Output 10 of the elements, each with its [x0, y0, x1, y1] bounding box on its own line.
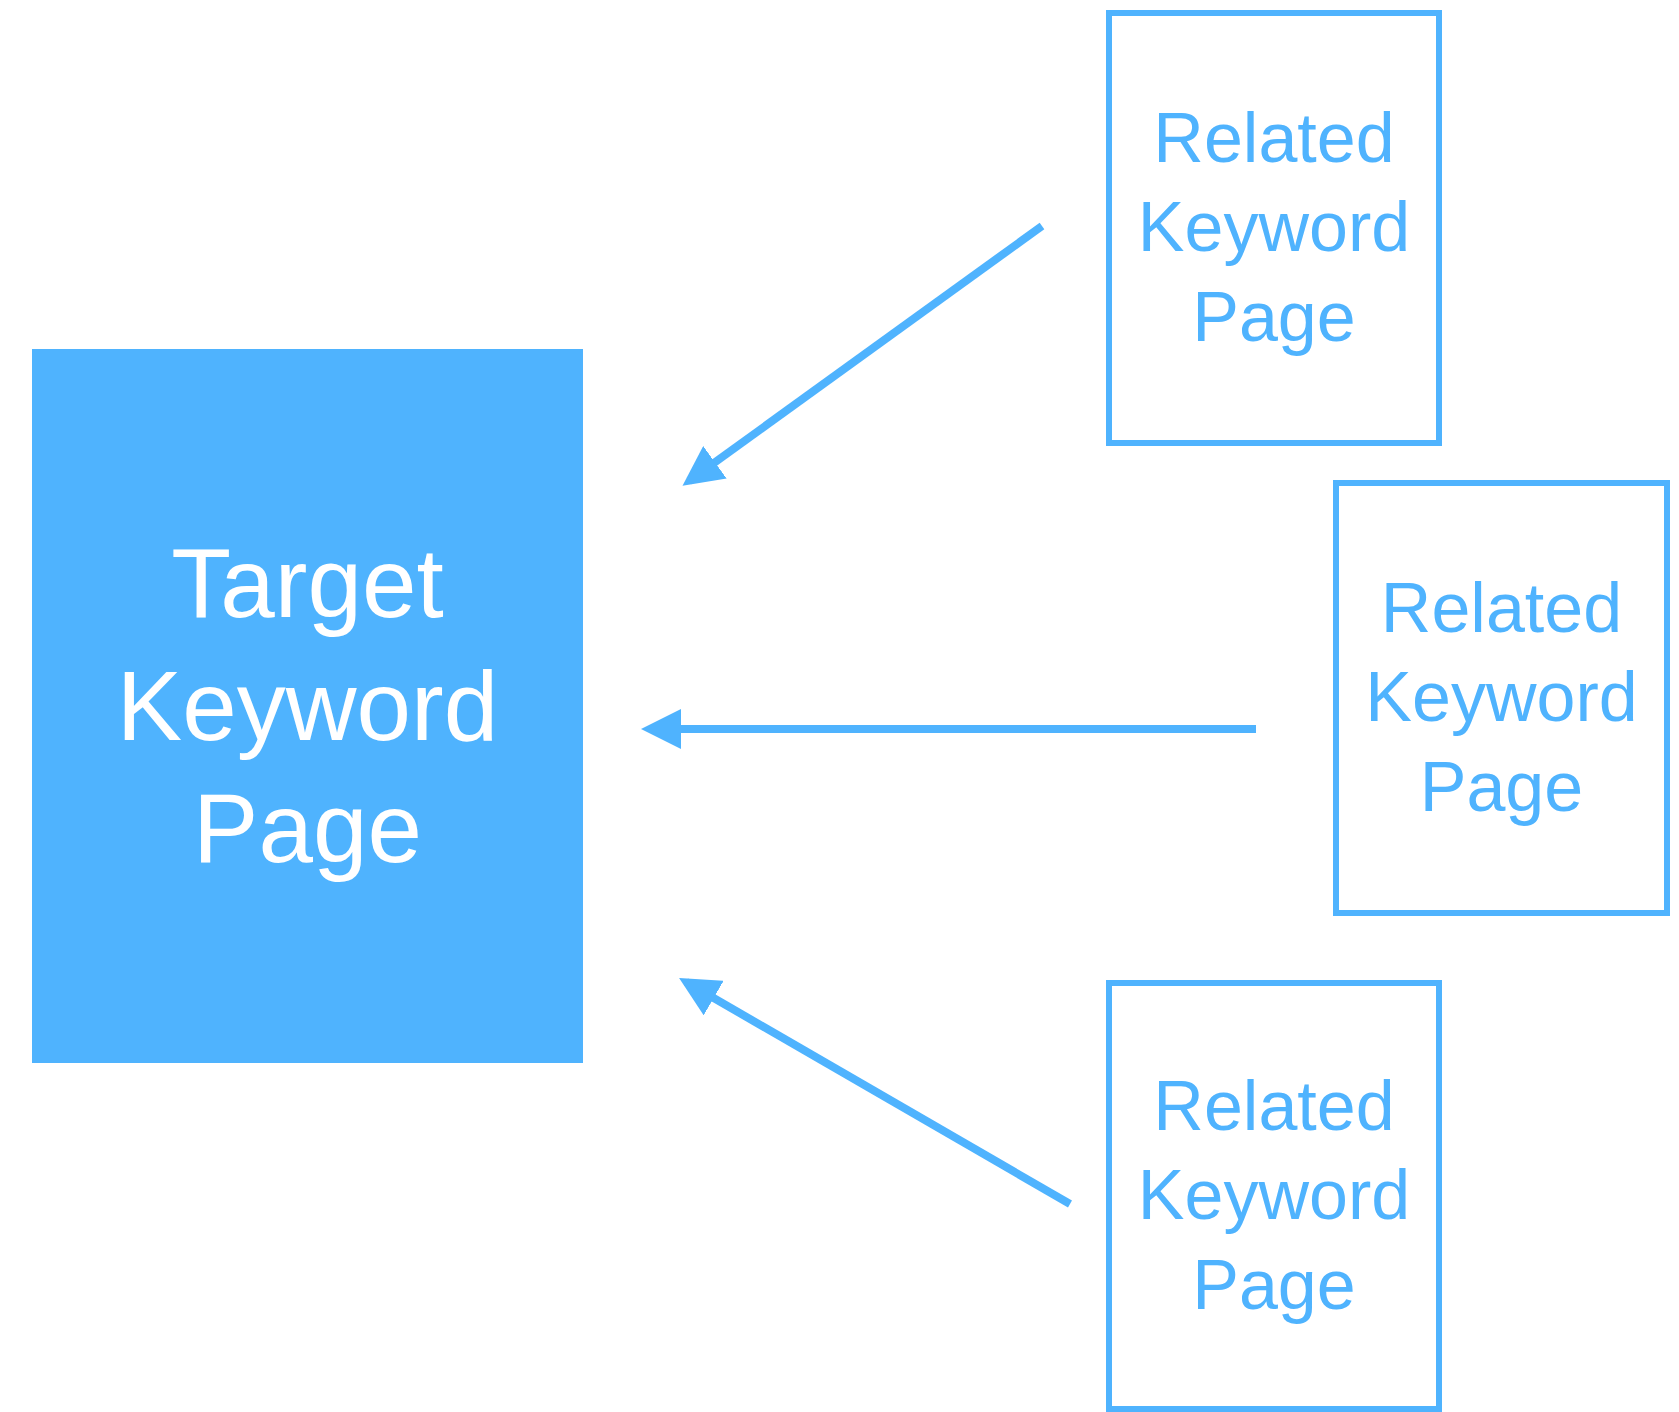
page-label: Related Keyword Page [1364, 567, 1639, 828]
page-label: Target Keyword Page [115, 527, 500, 886]
page-label: Related Keyword Page [1136, 1065, 1412, 1326]
related-page-box [1106, 10, 1442, 446]
related-page-box [1333, 480, 1670, 916]
target-page-box [32, 349, 583, 1063]
page-label: Related Keyword Page [1136, 97, 1412, 358]
arrow [682, 222, 1045, 486]
related-page-box [1106, 980, 1442, 1412]
arrow [679, 978, 1072, 1208]
